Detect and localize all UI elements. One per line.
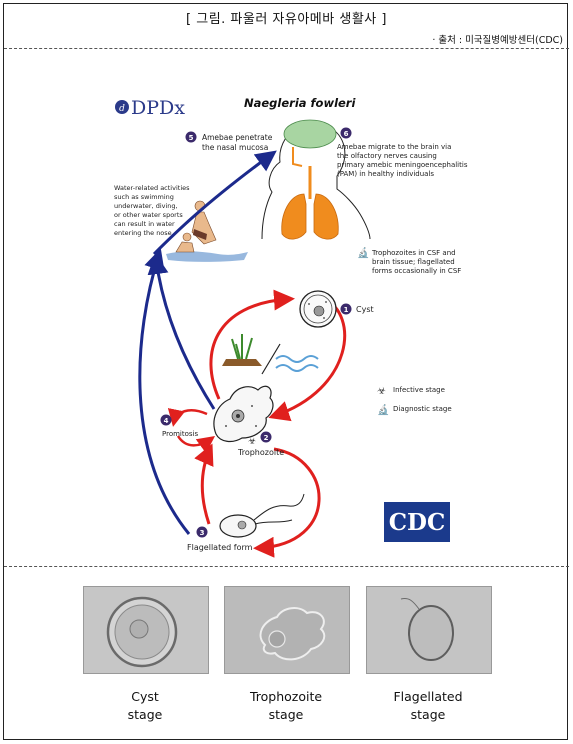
svg-text:can result in water: can result in water: [114, 220, 175, 228]
red-arrow-flagellate-to-trophozoite: [194, 443, 214, 525]
svg-text:forms occasionally in CSF: forms occasionally in CSF: [372, 267, 461, 275]
top-divider: [4, 48, 569, 49]
species-title: Naegleria fowleri: [244, 96, 356, 110]
step-1: 1 Cyst: [340, 303, 374, 315]
svg-text:entering the nose.: entering the nose.: [114, 229, 174, 237]
svg-text:1: 1: [344, 306, 349, 314]
svg-text:brain tissue; flagellated: brain tissue; flagellated: [372, 258, 455, 266]
source-credit: · 출처 : 미국질병예방센터(CDC): [432, 35, 563, 46]
microscope-icon: 🔬: [377, 403, 389, 416]
middle-divider: [4, 566, 569, 567]
svg-text:CDC: CDC: [389, 509, 446, 536]
step-5: 5 Amebae penetrate the nasal mucosa: [185, 131, 273, 152]
red-arrow-trophozoite-to-flagellate: [253, 447, 321, 558]
svg-text:Flagellated form: Flagellated form: [187, 543, 253, 552]
step-3: 3 Flagellated form: [187, 526, 253, 552]
red-arrow-from-promitosis: [176, 435, 216, 454]
right-lung-shape: [313, 193, 339, 240]
red-arrow-trophozoite-to-cyst: [209, 289, 295, 400]
trophozoite-cell: [213, 385, 274, 443]
biohazard-icon: ☣: [377, 386, 386, 397]
page-title: [ 그림. 파울러 자유아메바 생활사 ]: [186, 12, 387, 27]
blue-arrow-trophozoite-to-water: [147, 253, 216, 410]
svg-text:the nasal mucosa: the nasal mucosa: [202, 143, 268, 152]
trophozoite-photo: [224, 586, 350, 674]
svg-text:or other water sports: or other water sports: [114, 211, 183, 219]
svg-text:3: 3: [200, 529, 205, 537]
biohazard-icon: ☣: [248, 437, 256, 447]
svg-text:Infective stage: Infective stage: [393, 386, 445, 394]
csf-note: 🔬 Trophozoites in CSF and brain tissue; …: [357, 246, 461, 275]
left-lung-shape: [281, 193, 307, 240]
svg-text:Promitosis: Promitosis: [162, 430, 198, 438]
flagellated-photo: [366, 586, 492, 674]
svg-text:d: d: [119, 104, 125, 114]
svg-text:4: 4: [164, 417, 169, 425]
microscope-icon: 🔬: [357, 246, 369, 259]
flagellated-cell: [219, 493, 305, 538]
svg-text:(PAM) in healthy individuals: (PAM) in healthy individuals: [337, 170, 434, 178]
brain-shape: [283, 119, 337, 149]
cyst-photo: [83, 586, 209, 674]
step-4: 4 Promitosis: [160, 414, 198, 438]
cdc-logo: CDC: [384, 502, 450, 542]
dpdx-logo: d DPDx: [115, 97, 185, 119]
step-6: 6 Amebae migrate to the brain via the ol…: [337, 127, 468, 178]
svg-text:Diagnostic stage: Diagnostic stage: [393, 405, 452, 413]
human-head-lungs-figure: [261, 119, 371, 240]
svg-text:DPDx: DPDx: [131, 97, 185, 119]
page-frame: [3, 3, 568, 740]
blue-arrow-flagellate-to-water: [138, 248, 191, 535]
life-cycle-diagram: d DPDx Naegleria fowleri 5 Amebae penetr…: [114, 96, 468, 558]
svg-text:primary amebic meningoencephal: primary amebic meningoencephalitis: [337, 161, 468, 169]
environment-icons: [222, 334, 319, 375]
legend: ☣ Infective stage 🔬 Diagnostic stage: [377, 386, 452, 416]
svg-text:underwater, diving,: underwater, diving,: [114, 202, 178, 210]
svg-text:2: 2: [264, 434, 269, 442]
blue-arrow-swimmer-to-nose: [152, 150, 277, 256]
svg-text:Cyst: Cyst: [356, 305, 374, 314]
svg-text:the olfactory nerves causing: the olfactory nerves causing: [337, 152, 437, 160]
water-activity-note: Water-related activities such as swimmin…: [114, 184, 190, 237]
svg-text:5: 5: [189, 134, 194, 142]
svg-text:Amebae penetrate: Amebae penetrate: [202, 133, 273, 142]
svg-text:Water-related activities: Water-related activities: [114, 184, 190, 192]
step-2: ☣ 2 Trophozoite: [237, 431, 284, 457]
svg-text:Amebae migrate to the brain vi: Amebae migrate to the brain via: [337, 143, 451, 151]
svg-text:such as swimming: such as swimming: [114, 193, 174, 201]
red-arrow-to-promitosis: [167, 408, 208, 427]
svg-text:Trophozoites in CSF and: Trophozoites in CSF and: [371, 249, 456, 257]
svg-text:Trophozoite: Trophozoite: [237, 448, 284, 457]
svg-text:6: 6: [344, 130, 349, 138]
cyst-cell: [299, 290, 337, 328]
